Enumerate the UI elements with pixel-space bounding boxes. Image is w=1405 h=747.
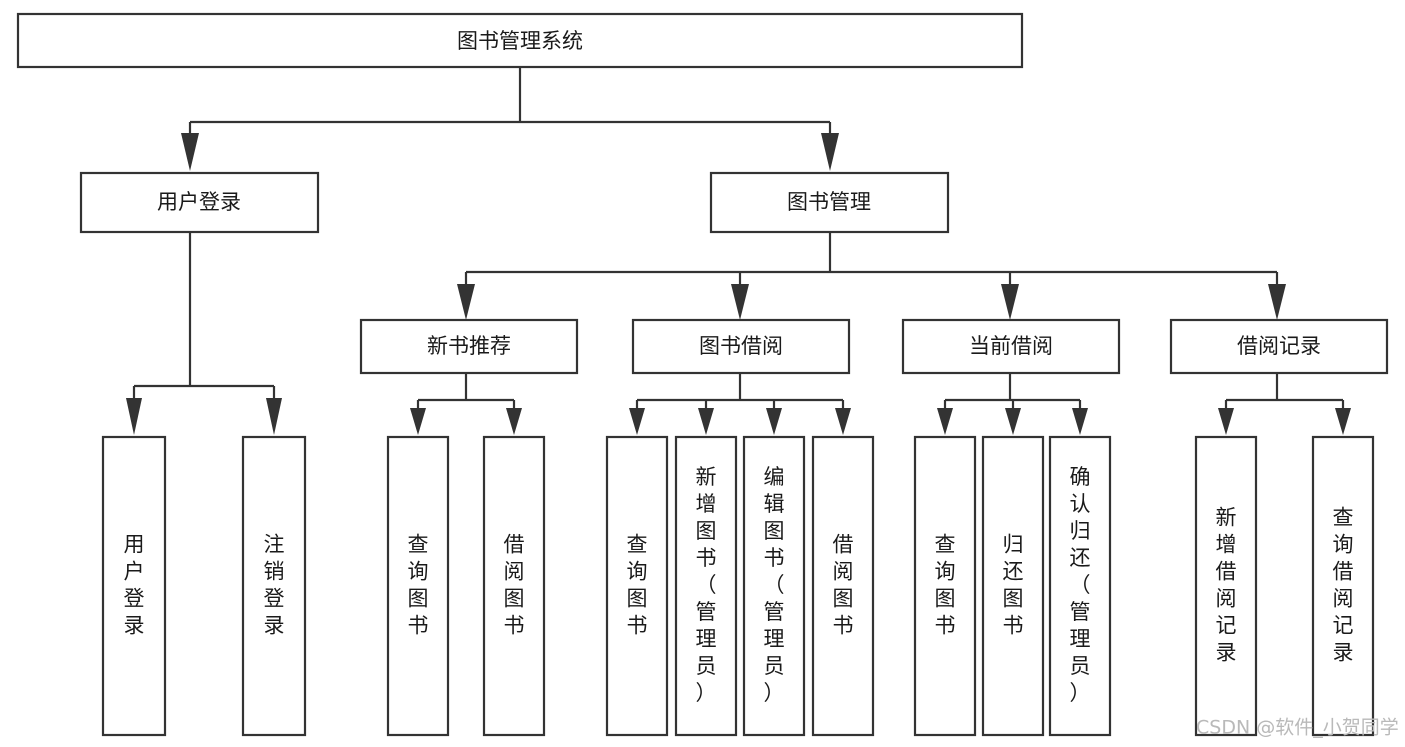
leaf-node-borrowrecord-query[interactable]: 查询借阅记录 xyxy=(1311,435,1375,737)
node-root-box[interactable] xyxy=(16,12,1024,69)
leaf-node-bookborrow-add-label: 新增图书（管理员） xyxy=(696,465,717,705)
leaf-node-currentborrow-query[interactable]: 查询图书 xyxy=(913,435,977,737)
leaf-node-newbook-query-label: 查询图书 xyxy=(408,533,429,638)
node-book-management[interactable]: 图书管理 xyxy=(709,171,950,234)
node-user-login[interactable]: 用户登录 xyxy=(79,171,320,234)
node-borrow-record[interactable]: 借阅记录 xyxy=(1169,318,1389,375)
node-user-login-box[interactable] xyxy=(79,171,320,234)
leaf-node-bookborrow-add[interactable]: 新增图书（管理员） xyxy=(674,435,738,737)
leaf-node-bookborrow-edit-label: 编辑图书（管理员） xyxy=(764,465,785,705)
leaf-node-bookborrow-edit-box[interactable] xyxy=(742,435,806,737)
connector-layer xyxy=(126,67,1351,435)
node-book-borrow-label: 图书借阅 xyxy=(699,334,783,358)
arrow-head-bookborrow-leaf-1 xyxy=(629,408,645,435)
leaf-node-currentborrow-confirm-label: 确认归还（管理员） xyxy=(1070,465,1091,705)
leaf-node-currentborrow-return-box[interactable] xyxy=(981,435,1045,737)
arrow-head-currentborrow-leaf-2 xyxy=(1005,408,1021,435)
arrow-head-book-borrow xyxy=(731,284,749,320)
arrow-head-current-borrow xyxy=(1001,284,1019,320)
arrow-head-newbook-leaf-1 xyxy=(410,408,426,435)
leaf-node-logout-box[interactable] xyxy=(241,435,307,737)
arrow-head-book-manage xyxy=(821,133,839,171)
leaf-node-newbook-query[interactable]: 查询图书 xyxy=(386,435,450,737)
leaf-node-borrowrecord-query-label: 查询借阅记录 xyxy=(1333,506,1354,665)
arrow-head-borrow-record xyxy=(1268,284,1286,320)
node-book-borrow-box[interactable] xyxy=(631,318,851,375)
leaf-node-bookborrow-query-box[interactable] xyxy=(605,435,669,737)
leaf-node-currentborrow-return-label: 归还图书 xyxy=(1003,533,1024,638)
node-book-management-label: 图书管理 xyxy=(787,190,871,214)
leaf-node-currentborrow-return[interactable]: 归还图书 xyxy=(981,435,1045,737)
leaf-node-borrowrecord-add[interactable]: 新增借阅记录 xyxy=(1194,435,1258,737)
leaf-node-bookborrow-query-label: 查询图书 xyxy=(627,533,648,638)
arrow-head-bookborrow-leaf-3 xyxy=(766,408,782,435)
node-new-book-recommend[interactable]: 新书推荐 xyxy=(359,318,579,375)
leaf-node-bookborrow-edit[interactable]: 编辑图书（管理员） xyxy=(742,435,806,737)
node-user-login-label: 用户登录 xyxy=(157,190,241,214)
leaf-node-borrowrecord-add-label: 新增借阅记录 xyxy=(1216,506,1237,665)
leaf-node-user-login-label: 用户登录 xyxy=(124,533,145,638)
node-new-book-recommend-box[interactable] xyxy=(359,318,579,375)
leaf-node-borrowrecord-add-box[interactable] xyxy=(1194,435,1258,737)
leaf-node-logout[interactable]: 注销登录 xyxy=(241,435,307,737)
leaf-node-currentborrow-query-label: 查询图书 xyxy=(935,533,956,638)
arrow-head-leaf-user-login xyxy=(126,398,142,435)
node-book-management-box[interactable] xyxy=(709,171,950,234)
leaf-node-user-login-box[interactable] xyxy=(101,435,167,737)
node-root-label: 图书管理系统 xyxy=(457,29,583,53)
node-root-book-management-system[interactable]: 图书管理系统 xyxy=(16,12,1024,69)
arrow-head-new-book xyxy=(457,284,475,320)
leaf-node-bookborrow-borrow[interactable]: 借阅图书 xyxy=(811,435,875,737)
leaf-node-bookborrow-add-box[interactable] xyxy=(674,435,738,737)
leaf-node-logout-label: 注销登录 xyxy=(264,533,285,638)
leaf-node-borrowrecord-query-box[interactable] xyxy=(1311,435,1375,737)
arrow-head-bookborrow-leaf-2 xyxy=(698,408,714,435)
node-new-book-recommend-label: 新书推荐 xyxy=(427,334,511,358)
arrow-head-currentborrow-leaf-3 xyxy=(1072,408,1088,435)
leaf-node-currentborrow-confirm-box[interactable] xyxy=(1048,435,1112,737)
leaf-node-user-login[interactable]: 用户登录 xyxy=(101,435,167,737)
leaf-node-newbook-query-box[interactable] xyxy=(386,435,450,737)
arrow-head-leaf-logout xyxy=(266,398,282,435)
leaf-node-newbook-borrow-label: 借阅图书 xyxy=(504,533,525,638)
arrow-head-user-login xyxy=(181,133,199,171)
leaf-node-newbook-borrow-box[interactable] xyxy=(482,435,546,737)
arrow-head-bookborrow-leaf-4 xyxy=(835,408,851,435)
arrow-head-currentborrow-leaf-1 xyxy=(937,408,953,435)
node-borrow-record-box[interactable] xyxy=(1169,318,1389,375)
node-current-borrow[interactable]: 当前借阅 xyxy=(901,318,1121,375)
leaf-node-bookborrow-borrow-box[interactable] xyxy=(811,435,875,737)
csdn-watermark: CSDN @软件_小贺同学 xyxy=(1196,717,1399,739)
node-borrow-record-label: 借阅记录 xyxy=(1237,334,1321,358)
node-current-borrow-box[interactable] xyxy=(901,318,1121,375)
node-current-borrow-label: 当前借阅 xyxy=(969,334,1053,358)
leaf-node-bookborrow-borrow-label: 借阅图书 xyxy=(833,533,854,638)
leaf-node-currentborrow-confirm[interactable]: 确认归还（管理员） xyxy=(1048,435,1112,737)
node-book-borrow[interactable]: 图书借阅 xyxy=(631,318,851,375)
arrow-head-borrowrecord-leaf-1 xyxy=(1218,408,1234,435)
arrow-head-borrowrecord-leaf-2 xyxy=(1335,408,1351,435)
leaf-node-newbook-borrow[interactable]: 借阅图书 xyxy=(482,435,546,737)
leaf-node-bookborrow-query[interactable]: 查询图书 xyxy=(605,435,669,737)
arrow-head-newbook-leaf-2 xyxy=(506,408,522,435)
leaf-node-currentborrow-query-box[interactable] xyxy=(913,435,977,737)
